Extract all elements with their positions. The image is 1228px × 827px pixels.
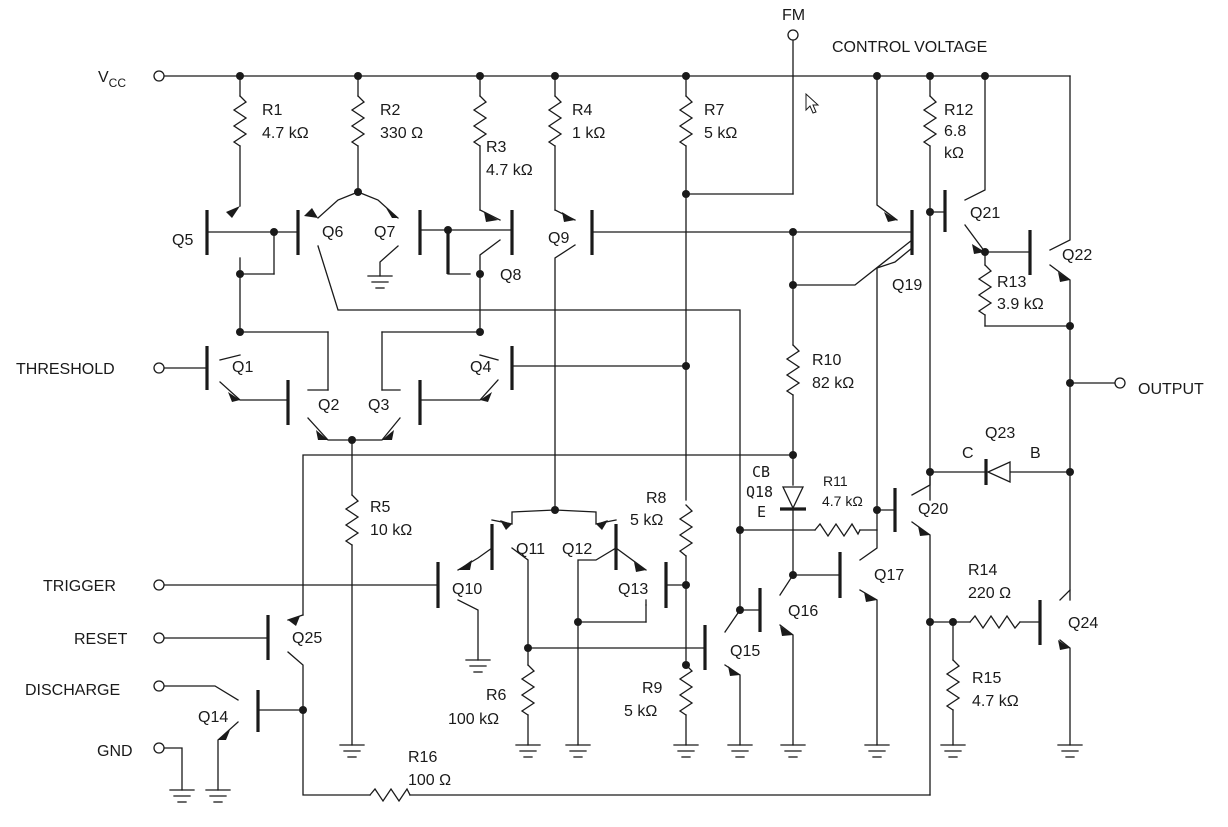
q8-label: Q8 <box>500 267 521 284</box>
q25-label: Q25 <box>292 630 322 647</box>
q24-label: Q24 <box>1068 615 1098 632</box>
r10-value: 82 kΩ <box>812 375 854 392</box>
discharge-label: DISCHARGE <box>25 682 120 699</box>
r6-name: R6 <box>486 687 507 704</box>
q11-label: Q11 <box>516 541 545 558</box>
r9-value: 5 kΩ <box>624 703 657 720</box>
r12-value-line2: kΩ <box>944 145 964 162</box>
r9-name: R9 <box>642 680 663 697</box>
q15-label: Q15 <box>730 643 760 660</box>
r8-value: 5 kΩ <box>630 512 663 529</box>
q23-diode <box>984 459 1011 485</box>
q18-pin-cb-label: CB <box>752 463 770 481</box>
q20-label: Q20 <box>918 501 948 518</box>
diode-labels: CB Q18 E Q23 C B <box>746 425 1041 521</box>
r10-name: R10 <box>812 352 841 369</box>
trigger-label: TRIGGER <box>43 578 116 595</box>
r11-name: R11 <box>823 473 848 489</box>
r3-value: 4.7 kΩ <box>486 162 533 179</box>
r15-value: 4.7 kΩ <box>972 693 1019 710</box>
resistor-labels: R1 4.7 kΩ R2 330 Ω R3 4.7 kΩ R4 1 kΩ R7 … <box>262 102 1044 789</box>
r1-value: 4.7 kΩ <box>262 125 309 142</box>
q9-label: Q9 <box>548 230 569 247</box>
fm-label: FM <box>782 7 805 24</box>
r1-name: R1 <box>262 102 283 119</box>
wires <box>164 39 1116 796</box>
r15-name: R15 <box>972 670 1001 687</box>
q19-label: Q19 <box>892 277 922 294</box>
ground-icon <box>169 275 1083 803</box>
q3-label: Q3 <box>368 397 389 414</box>
resistor-symbols <box>232 95 1021 803</box>
r2-value: 330 Ω <box>380 125 423 142</box>
q16-label: Q16 <box>788 603 818 620</box>
threshold-label: THRESHOLD <box>16 361 115 378</box>
r11-value: 4.7 kΩ <box>822 493 863 509</box>
r5-value: 10 kΩ <box>370 522 412 539</box>
discharge-terminal[interactable] <box>153 680 165 692</box>
gnd-terminal[interactable] <box>153 742 165 754</box>
reset-label: RESET <box>74 631 128 648</box>
q2-label: Q2 <box>318 397 339 414</box>
r14-value: 220 Ω <box>968 585 1011 602</box>
q23-label: Q23 <box>985 425 1015 442</box>
r16-value: 100 Ω <box>408 772 451 789</box>
r7-name: R7 <box>704 102 725 119</box>
emitter-arrows <box>218 206 1070 740</box>
r16-name: R16 <box>408 749 437 766</box>
q21-label: Q21 <box>970 205 1000 222</box>
q10-label: Q10 <box>452 581 482 598</box>
r5-name: R5 <box>370 499 391 516</box>
q18-diode <box>780 486 806 511</box>
q1-label: Q1 <box>232 359 253 376</box>
q6-label: Q6 <box>322 224 343 241</box>
q13-label: Q13 <box>618 581 648 598</box>
r13-value: 3.9 kΩ <box>997 296 1044 313</box>
r12-name: R12 <box>944 102 973 119</box>
q7-label: Q7 <box>374 224 395 241</box>
transistor-bases <box>205 190 1042 732</box>
q23-pin-b-label: B <box>1030 445 1041 462</box>
r2-name: R2 <box>380 102 401 119</box>
threshold-terminal[interactable] <box>153 362 165 374</box>
junction-dots <box>236 72 1074 714</box>
q18-pin-e-label: E <box>757 503 766 521</box>
q14-label: Q14 <box>198 709 228 726</box>
q23-pin-c-label: C <box>962 445 974 462</box>
vcc-label: VCC <box>98 69 126 90</box>
control-voltage-label: CONTROL VOLTAGE <box>832 39 987 56</box>
q4-label: Q4 <box>470 359 491 376</box>
fm-terminal[interactable] <box>787 29 799 41</box>
r3-name: R3 <box>486 139 507 156</box>
q18-label: Q18 <box>746 483 773 501</box>
reset-terminal[interactable] <box>153 632 165 644</box>
q22-label: Q22 <box>1062 247 1092 264</box>
pin-labels: VCC FM CONTROL VOLTAGE THRESHOLD TRIGGER… <box>16 7 1204 760</box>
r8-name: R8 <box>646 490 667 507</box>
r4-name: R4 <box>572 102 593 119</box>
r6-value: 100 kΩ <box>448 711 499 728</box>
r14-name: R14 <box>968 562 997 579</box>
mouse-pointer-icon <box>805 92 820 114</box>
r4-value: 1 kΩ <box>572 125 605 142</box>
trigger-terminal[interactable] <box>153 579 165 591</box>
q12-label: Q12 <box>562 541 592 558</box>
output-label: OUTPUT <box>1138 381 1204 398</box>
q17-label: Q17 <box>874 567 904 584</box>
r12-value-line1: 6.8 <box>944 123 966 140</box>
output-terminal[interactable] <box>1114 377 1126 389</box>
r7-value: 5 kΩ <box>704 125 737 142</box>
q5-label: Q5 <box>172 232 193 249</box>
gnd-label: GND <box>97 743 133 760</box>
r13-name: R13 <box>997 274 1026 291</box>
vcc-terminal[interactable] <box>153 70 165 82</box>
transistor-labels: Q5 Q6 Q7 Q8 Q9 Q1 Q2 Q3 Q4 Q19 Q21 Q22 Q… <box>172 205 1098 726</box>
